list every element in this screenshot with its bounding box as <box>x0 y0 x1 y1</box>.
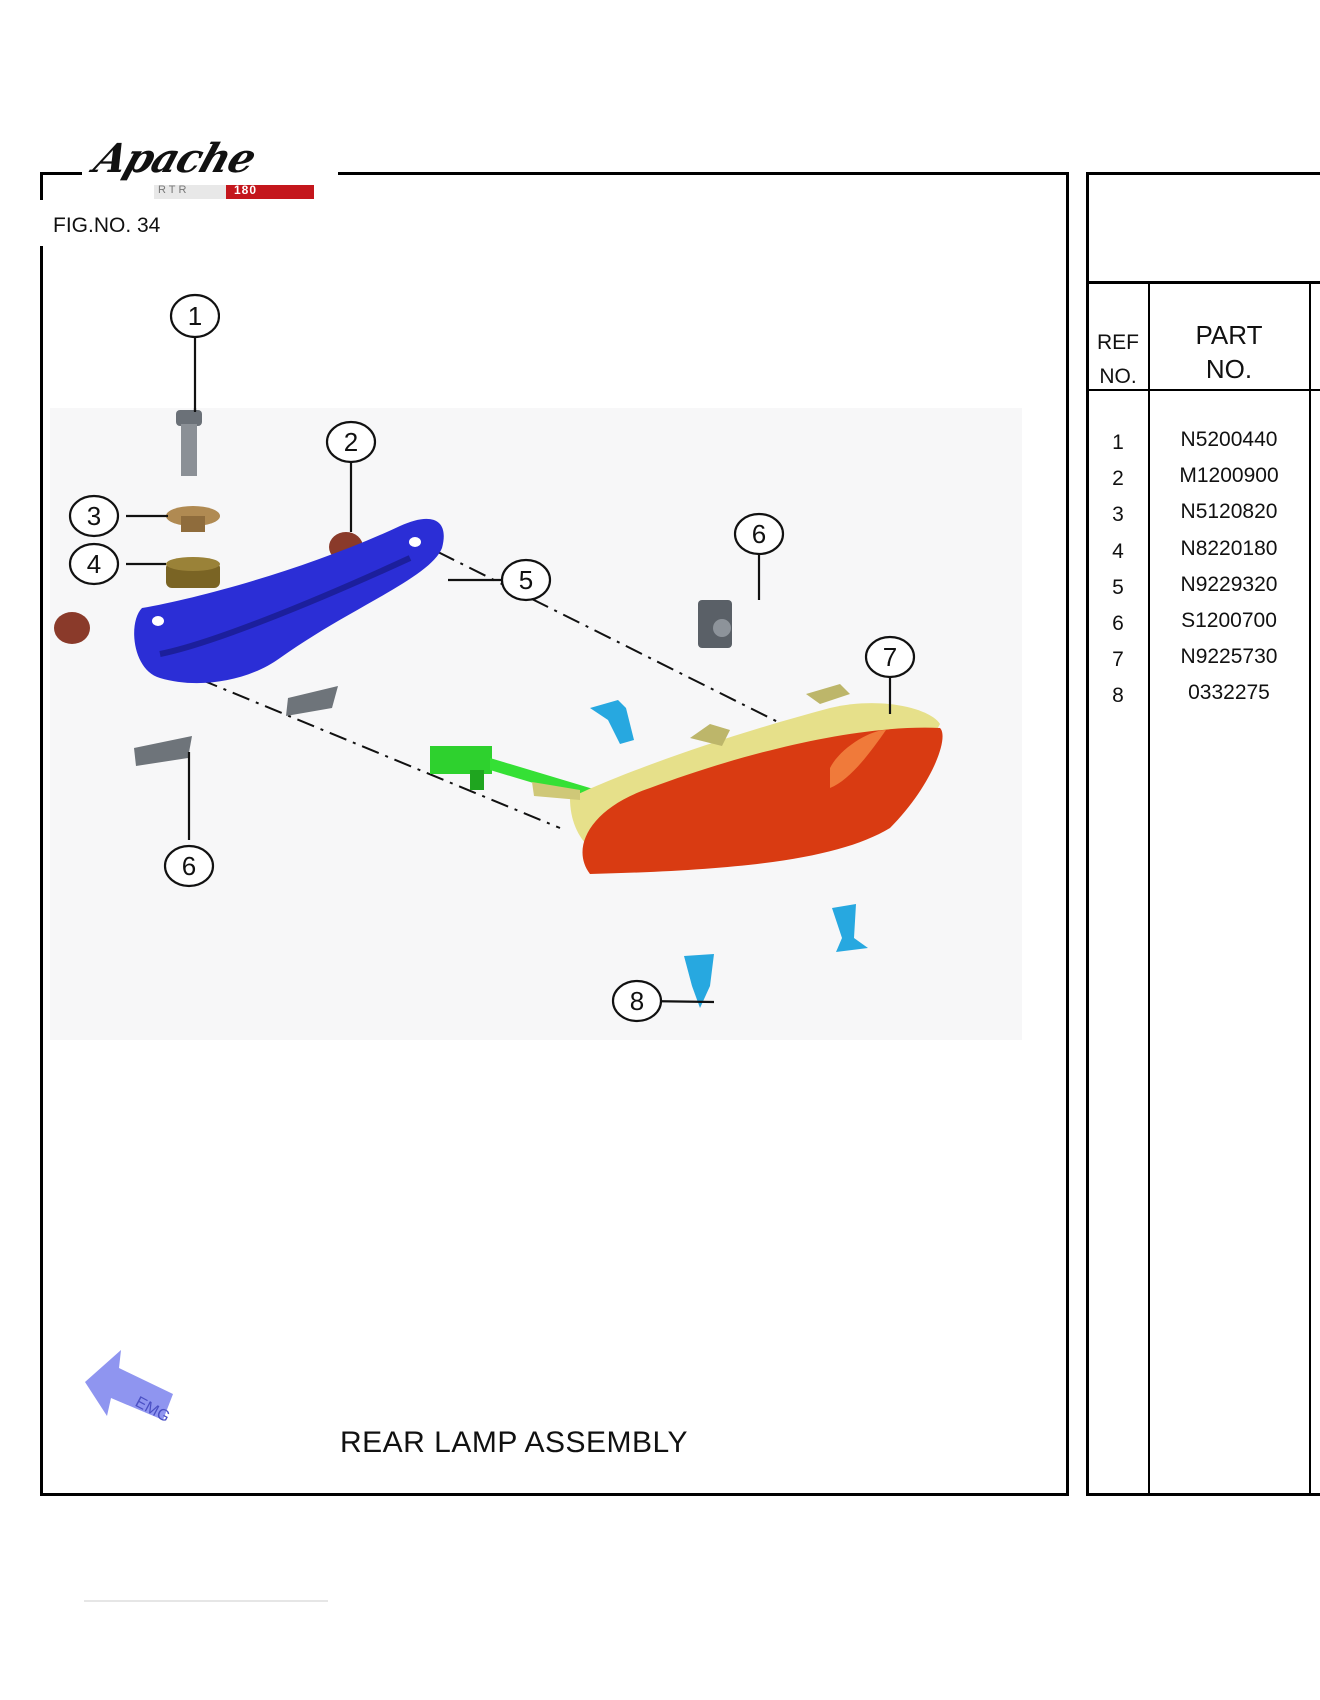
table-column-divider-2 <box>1309 281 1311 1496</box>
ref-cell: 7 <box>1112 648 1124 672</box>
parts-table-frame <box>1086 172 1320 1496</box>
table-row: 2 M1200900 <box>1092 464 1312 500</box>
ref-header-line-2: NO. <box>1099 365 1137 388</box>
logo-model: RTR <box>158 184 190 196</box>
table-column-divider <box>1148 281 1150 1496</box>
part-number-cell: N8220180 <box>1180 536 1278 560</box>
figure-frame <box>40 172 1069 1496</box>
washer-part <box>166 506 220 532</box>
part-number-cell: N9225730 <box>1180 645 1278 669</box>
parts-table-rows: 1 N5200440 2 M1200900 3 N5120820 4 N8220… <box>1092 428 1312 718</box>
callout-5: 5 <box>519 565 533 595</box>
bush-part-left <box>54 612 90 644</box>
part-number-cell: M1200900 <box>1179 464 1279 488</box>
part-header-line-2: NO. <box>1205 354 1253 384</box>
ref-cell: 2 <box>1112 467 1124 491</box>
callout-3: 3 <box>87 501 101 531</box>
callout-4: 4 <box>87 549 101 579</box>
table-header-rule <box>1086 281 1320 284</box>
bracket-part <box>134 518 444 684</box>
callout-circles <box>68 420 916 1023</box>
logo-wordmark: Apache <box>88 135 262 182</box>
logo-strip <box>154 185 314 199</box>
grommet-part <box>166 557 220 588</box>
ref-cell: 3 <box>1112 503 1124 527</box>
callout-1-group: 1 <box>169 293 220 411</box>
table-row: 6 S1200700 <box>1092 609 1312 645</box>
table-row: 1 N5200440 <box>1092 428 1312 464</box>
ref-cell: 8 <box>1112 684 1124 708</box>
back-arrow-icon[interactable]: EMG <box>85 1350 175 1430</box>
ref-no-header: REF NO. <box>1092 326 1144 394</box>
table-row: 8 0332275 <box>1092 681 1312 717</box>
leader-lines <box>126 408 892 1004</box>
frame-gap <box>38 200 44 246</box>
next-page-edge <box>84 1600 328 1602</box>
logo-number: 180 <box>234 183 258 197</box>
callout-1: 1 <box>188 301 202 331</box>
table-row: 7 N9225730 <box>1092 645 1312 681</box>
ref-cell: 6 <box>1112 611 1124 635</box>
rear-lamp-part <box>532 684 943 874</box>
table-row: 3 N5120820 <box>1092 500 1312 536</box>
clip-nut-parts <box>134 600 732 766</box>
part-number-cell: N5200440 <box>1180 428 1278 451</box>
ref-header-line-1: REF <box>1097 331 1139 354</box>
alignment-lines <box>167 551 811 829</box>
table-subheader-rule <box>1086 389 1320 391</box>
part-no-header: PART NO. <box>1152 318 1306 386</box>
callout-6-top: 6 <box>752 519 766 549</box>
table-row: 4 N8220180 <box>1092 537 1312 573</box>
figure-title: REAR LAMP ASSEMBLY <box>340 1426 689 1459</box>
part-number-cell: N5120820 <box>1180 500 1278 524</box>
part-number-cell: S1200700 <box>1181 608 1277 632</box>
exploded-diagram: 2 3 4 5 6 7 6 8 <box>50 408 1022 1040</box>
callout-6-bottom: 6 <box>182 851 196 881</box>
part-number-cell: 0332275 <box>1188 681 1270 705</box>
brand-logo: Apache RTR 180 <box>82 133 338 205</box>
screw-parts <box>590 700 868 1008</box>
callout-labels: 2 3 4 5 6 7 6 8 <box>87 427 897 1016</box>
figure-number: FIG.NO. 34 <box>53 214 161 237</box>
ref-cell: 5 <box>1112 575 1124 599</box>
ref-cell: 4 <box>1112 539 1124 563</box>
part-header-line-1: PART <box>1195 320 1263 350</box>
callout-2: 2 <box>344 427 358 457</box>
part-number-cell: N9229320 <box>1180 572 1278 596</box>
ref-cell: 1 <box>1112 431 1124 454</box>
bolt-part <box>176 410 202 476</box>
callout-8: 8 <box>630 986 644 1016</box>
table-row: 5 N9229320 <box>1092 573 1312 609</box>
callout-7: 7 <box>883 642 897 672</box>
